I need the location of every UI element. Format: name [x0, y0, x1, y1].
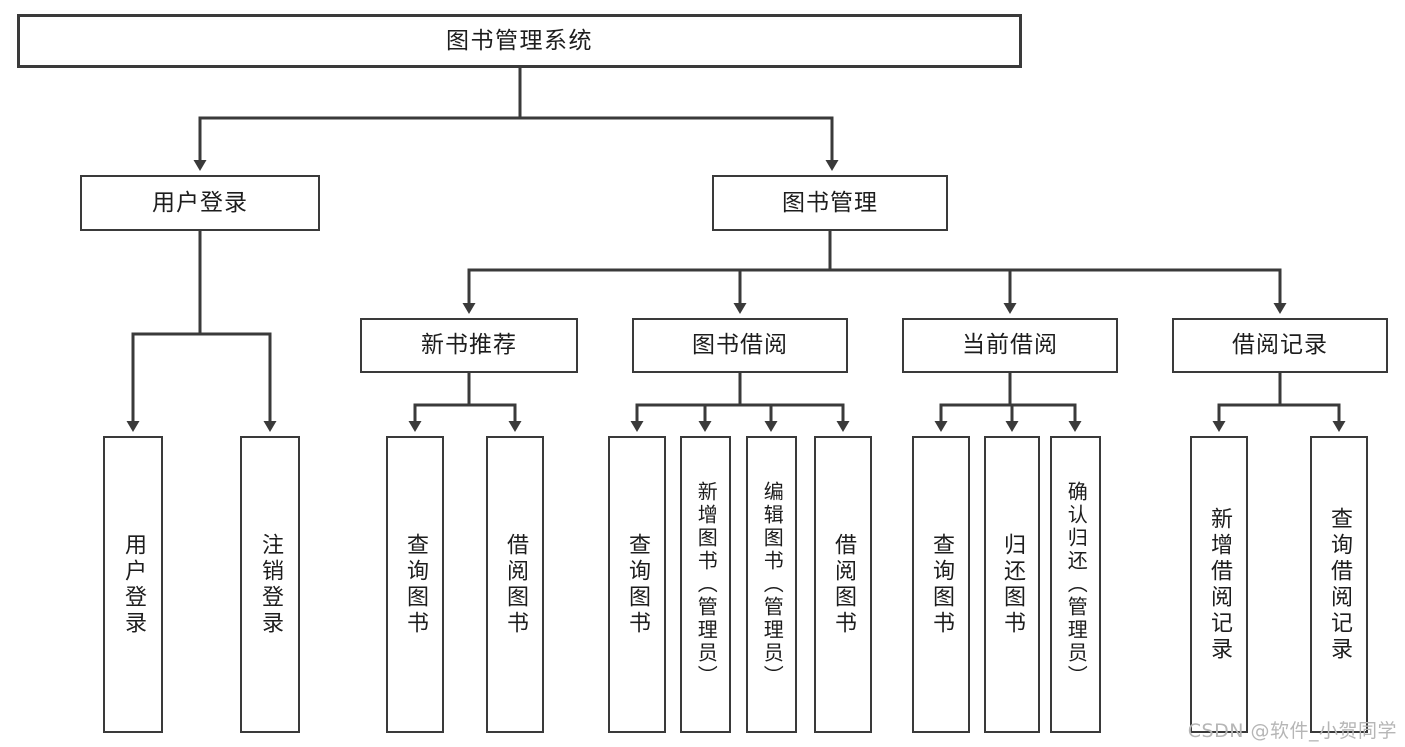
leaf-query-book-borrow[interactable]: 查询图书 — [608, 436, 666, 733]
node-borrow-records[interactable]: 借阅记录 — [1172, 318, 1388, 373]
leaf-query-book-recommend[interactable]: 查询图书 — [386, 436, 444, 733]
node-label: 确认归还（管理员） — [1064, 481, 1089, 688]
leaf-query-book-current[interactable]: 查询图书 — [912, 436, 970, 733]
node-label: 用户登录 — [120, 532, 146, 637]
node-label: 查询借阅记录 — [1326, 506, 1352, 663]
leaf-edit-book-admin[interactable]: 编辑图书（管理员） — [746, 436, 797, 733]
node-label: 新增借阅记录 — [1206, 506, 1232, 663]
node-label: 图书借阅 — [692, 332, 788, 359]
node-label: 图书管理系统 — [446, 27, 593, 54]
node-label: 查询图书 — [928, 532, 954, 637]
node-label: 编辑图书（管理员） — [760, 481, 785, 688]
leaf-add-borrow-record[interactable]: 新增借阅记录 — [1190, 436, 1248, 733]
node-label: 借阅记录 — [1232, 332, 1328, 359]
leaf-return-book[interactable]: 归还图书 — [984, 436, 1040, 733]
node-book-borrow[interactable]: 图书借阅 — [632, 318, 848, 373]
leaf-query-borrow-record[interactable]: 查询借阅记录 — [1310, 436, 1368, 733]
node-label: 归还图书 — [999, 532, 1025, 637]
node-user-login-module[interactable]: 用户登录 — [80, 175, 320, 231]
node-book-management-module[interactable]: 图书管理 — [712, 175, 948, 231]
leaf-logout[interactable]: 注销登录 — [240, 436, 300, 733]
leaf-borrow-book[interactable]: 借阅图书 — [814, 436, 872, 733]
node-current-borrow[interactable]: 当前借阅 — [902, 318, 1118, 373]
node-label: 图书管理 — [782, 189, 878, 216]
node-label: 当前借阅 — [962, 332, 1058, 359]
node-label: 查询图书 — [402, 532, 428, 637]
node-label: 注销登录 — [257, 532, 283, 637]
node-label: 用户登录 — [152, 189, 248, 216]
csdn-watermark: CSDN @软件_小贺同学 — [1187, 720, 1397, 742]
node-label: 借阅图书 — [502, 532, 528, 637]
leaf-add-book-admin[interactable]: 新增图书（管理员） — [680, 436, 731, 733]
leaf-confirm-return-admin[interactable]: 确认归还（管理员） — [1050, 436, 1101, 733]
node-new-book-recommendation[interactable]: 新书推荐 — [360, 318, 578, 373]
node-label: 新书推荐 — [421, 332, 517, 359]
node-label: 新增图书（管理员） — [694, 481, 719, 688]
leaf-user-login[interactable]: 用户登录 — [103, 436, 163, 733]
node-root-system[interactable]: 图书管理系统 — [17, 14, 1022, 68]
leaf-borrow-book-recommend[interactable]: 借阅图书 — [486, 436, 544, 733]
node-label: 借阅图书 — [830, 532, 856, 637]
node-label: 查询图书 — [624, 532, 650, 637]
